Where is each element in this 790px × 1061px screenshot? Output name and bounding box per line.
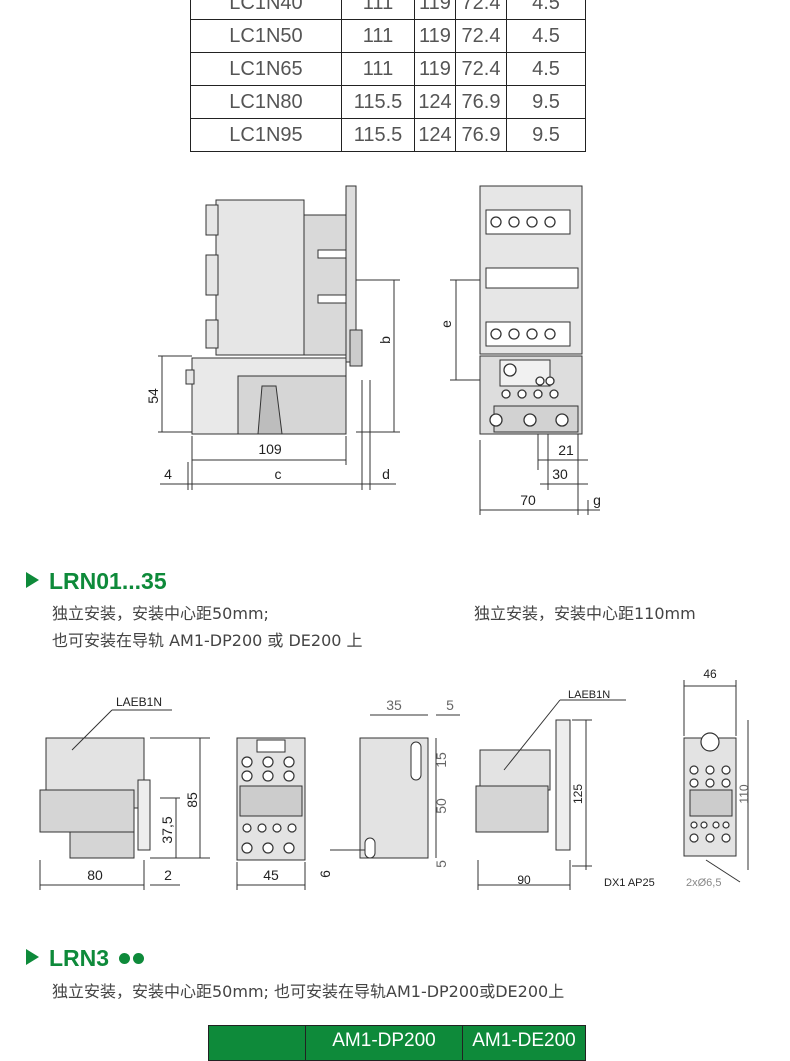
dim-label: 50	[433, 798, 449, 814]
relay-side-lower	[39, 789, 135, 833]
table-row: LC1N80 115.5 124 76.9 9.5	[190, 85, 586, 119]
dim-label: 5	[446, 697, 454, 713]
table-cell: LC1N65	[190, 52, 342, 86]
contactor-front	[303, 214, 347, 356]
relay-top-label	[256, 739, 286, 753]
table-header-cell	[208, 1025, 306, 1061]
table-cell: 72.4	[455, 19, 507, 53]
dim-label: 110	[737, 784, 751, 803]
mounting-slot	[410, 741, 422, 781]
table-cell: 76.9	[455, 118, 507, 152]
rail-clip	[349, 329, 363, 367]
table-cell: 4.5	[506, 52, 586, 86]
relay-front	[237, 375, 347, 435]
table-row: LC1N95 115.5 124 76.9 9.5	[190, 118, 586, 152]
contactor-terminal	[205, 254, 219, 296]
relay-side-base	[69, 831, 135, 859]
dim-label: 109	[258, 441, 282, 457]
table-cell: 124	[414, 85, 456, 119]
contactor-terminal	[205, 204, 219, 236]
spec-table: LC1N40 111 119 72.4 4.5 LC1N50 111 119 7…	[190, 0, 586, 152]
contactor-terminal	[205, 319, 219, 349]
dim-label: 45	[263, 867, 279, 883]
section-title-text: LRN3	[49, 945, 110, 971]
contactor-body	[215, 199, 305, 356]
contactor-slot	[317, 249, 347, 259]
dim-label: 4	[164, 466, 172, 482]
table-cell: 119	[414, 19, 456, 53]
table-header-cell: AM1-DE200	[462, 1025, 586, 1061]
dots-icon	[119, 945, 147, 972]
section-title-lrn3: LRN3	[26, 945, 147, 972]
table-cell: LC1N50	[190, 19, 342, 53]
dim-label: b	[377, 336, 393, 344]
description-line: 也可安装在导轨 AM1-DP200 或 DE200 上	[52, 631, 363, 650]
description-line: 独立安装，安装中心距110mm	[474, 604, 696, 623]
dim-label: 30	[552, 466, 568, 482]
relay-terminal	[185, 369, 195, 385]
dim-label: 21	[558, 442, 574, 458]
hole-label: 2xØ6,5	[686, 877, 721, 889]
callout-label: LAEB1N	[568, 689, 610, 701]
table-cell: 4.5	[506, 19, 586, 53]
description-line: 独立安装，安装中心距50mm;	[52, 604, 269, 623]
relay-side-lower-2	[475, 785, 549, 833]
table-row: LC1N50 111 119 72.4 4.5	[190, 19, 586, 53]
dim-label: 35	[386, 697, 402, 713]
table-header-row: AM1-DP200 AM1-DE200	[208, 1025, 586, 1061]
table-header-cell: AM1-DP200	[305, 1025, 463, 1061]
dim-label: 6	[317, 870, 333, 878]
dim-label: 2	[164, 867, 172, 883]
table-cell: 111	[341, 19, 415, 53]
relay-notch	[257, 385, 283, 435]
description-line: 独立安装，安装中心距50mm; 也可安装在导轨AM1-DP200或DE200上	[52, 982, 565, 1001]
table-cell: 9.5	[506, 118, 586, 152]
dim-label: 37,5	[159, 816, 175, 843]
relay-control-panel-2	[689, 789, 733, 817]
table-row: LC1N65 111 119 72.4 4.5	[190, 52, 586, 86]
dim-label: 15	[433, 752, 449, 768]
middle-window	[485, 267, 579, 289]
dim-label: 90	[517, 873, 531, 887]
contactor-dimension-drawing: 54 109 4 c d b e 21 30 70 g	[145, 185, 601, 515]
section-title-text: LRN01...35	[49, 568, 167, 594]
rail-label: DX1 AP25	[604, 877, 655, 889]
triangle-bullet-icon	[26, 949, 39, 965]
dim-label: 5	[433, 860, 449, 868]
table-cell: 115.5	[341, 85, 415, 119]
rail-clip	[137, 779, 151, 851]
table-cell: 124	[414, 118, 456, 152]
table-cell: 115.5	[341, 118, 415, 152]
dim-label: 85	[184, 792, 200, 808]
dim-label: 54	[145, 388, 161, 404]
dim-label: 125	[571, 784, 585, 804]
dim-label: g	[593, 492, 601, 508]
relay-dimension-drawing: LAEB1N 85 37,5 80 2 45 35 5 15 50 5 6 LA…	[39, 667, 751, 890]
dim-label: 70	[520, 492, 536, 508]
table-cell: LC1N80	[190, 85, 342, 119]
rail-table: AM1-DP200 AM1-DE200	[208, 1025, 586, 1061]
contactor-slot	[317, 294, 347, 304]
dim-label: d	[382, 466, 390, 482]
section-title-lrn01: LRN01...35	[26, 568, 167, 595]
din-rail	[555, 719, 571, 851]
table-cell: 111	[341, 52, 415, 86]
relay-control-panel	[239, 785, 303, 817]
dim-label: 46	[703, 667, 717, 681]
callout-label: LAEB1N	[116, 695, 162, 709]
table-cell: LC1N95	[190, 118, 342, 152]
dim-label: e	[438, 320, 454, 328]
dim-label: c	[275, 466, 282, 482]
dim-label: 80	[87, 867, 103, 883]
table-cell: 4.5	[506, 0, 586, 20]
mounting-slot	[364, 837, 376, 859]
triangle-bullet-icon	[26, 572, 39, 588]
table-cell: 119	[414, 0, 456, 20]
